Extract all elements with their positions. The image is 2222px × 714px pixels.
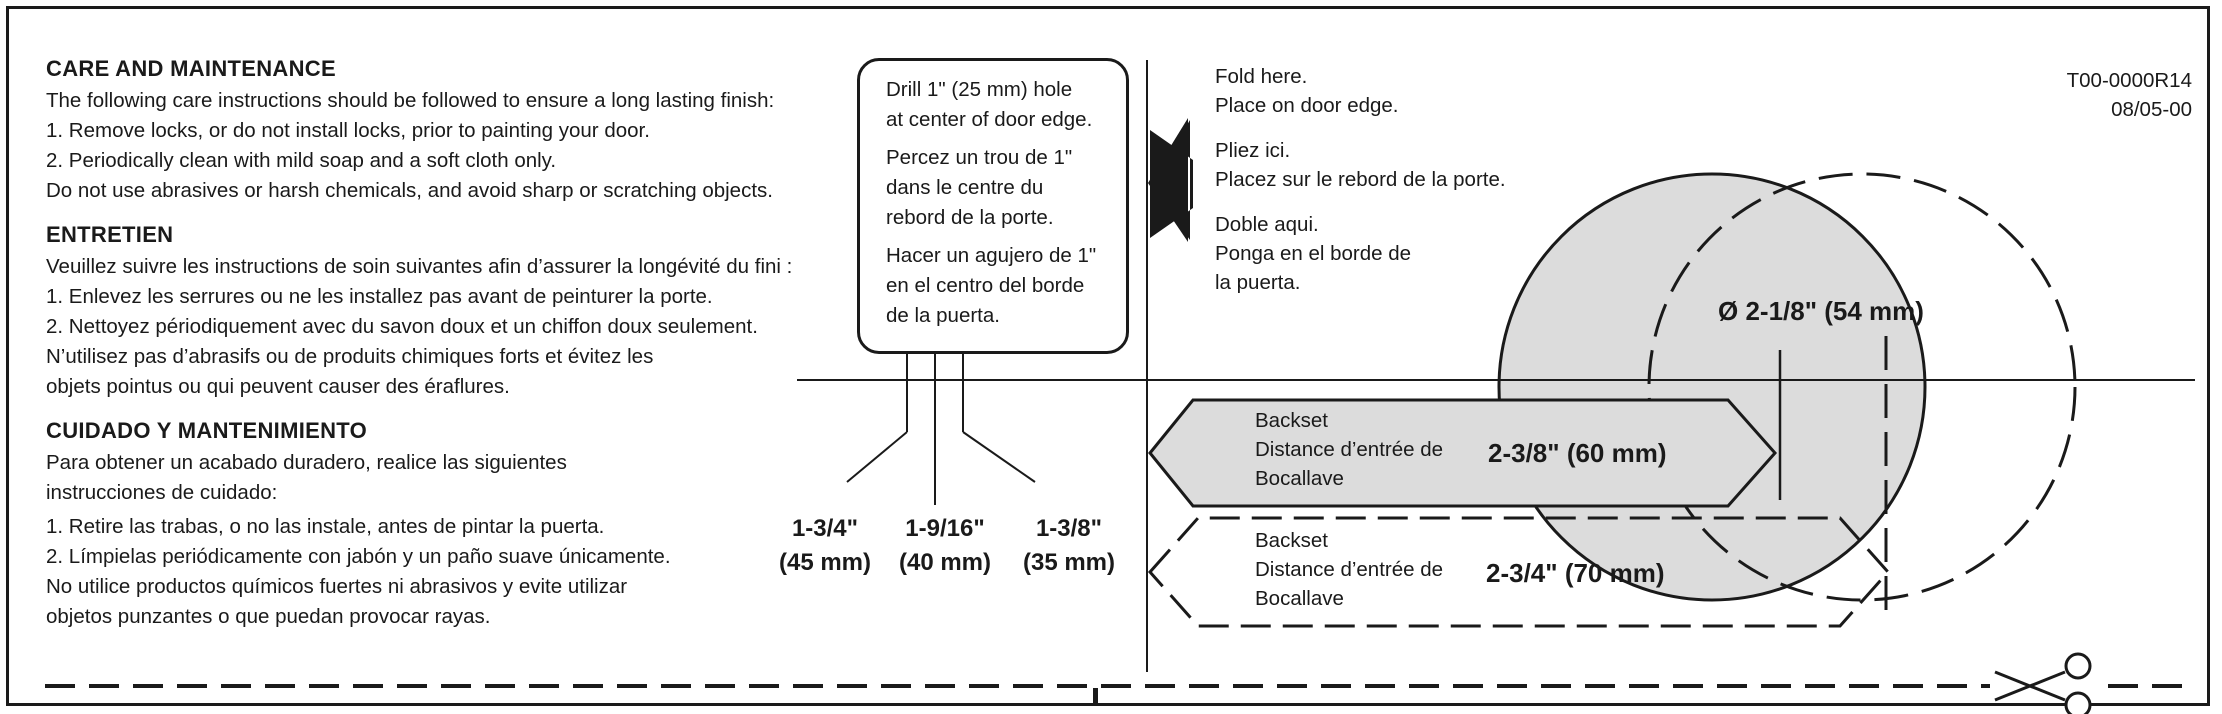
backset-label-line: Backset <box>1255 529 1328 552</box>
care-fr-line: Veuillez suivre les instructions de soin… <box>46 255 793 278</box>
template-date: 08/05-00 <box>2111 98 2192 121</box>
care-es-line: 2. Límpielas periódicamente con jabón y … <box>46 545 671 568</box>
backset-60-shape <box>1148 398 1778 508</box>
backset-label-line: Bocallave <box>1255 467 1344 490</box>
fold-fr: Pliez ici. Placez sur le rebord de la po… <box>1215 136 1506 194</box>
care-en-line: The following care instructions should b… <box>46 89 775 112</box>
thickness-45: 1-3/4" (45 mm) <box>760 512 890 580</box>
backset-70-value: 2-3/4" (70 mm) <box>1486 558 1665 588</box>
thickness-imperial: 1-3/8" <box>1035 515 1103 542</box>
drill-en-line: Drill 1" (25 mm) hole <box>886 78 1073 101</box>
care-fr-line: 2. Nettoyez périodiquement avec du savon… <box>46 315 758 338</box>
backset-label-line: Bocallave <box>1255 587 1344 610</box>
cut-marker <box>1093 688 1098 706</box>
care-fr-line: objets pointus ou qui peuvent causer des… <box>46 375 510 398</box>
backset-label-line: Distance d’entrée de <box>1255 438 1444 461</box>
drill-fr-line: dans le centre du <box>886 176 1044 199</box>
backset-60-label: Backset Distance d’entrée de Bocallave <box>1255 406 1443 493</box>
backset-label-line: Backset <box>1255 409 1328 432</box>
care-fr-line: 1. Enlevez les serrures ou ne les instal… <box>46 285 713 308</box>
care-en-line: 1. Remove locks, or do not install locks… <box>46 119 650 142</box>
care-heading-en: CARE AND MAINTENANCE <box>46 56 336 81</box>
backset-label-line: Distance d’entrée de <box>1255 558 1444 581</box>
drill-fr-line: Percez un trou de 1" <box>886 146 1073 169</box>
fold-fr-line: Placez sur le rebord de la porte. <box>1215 168 1506 191</box>
fold-en: Fold here. Place on door edge. <box>1215 62 1399 120</box>
thickness-imperial: 1-3/4" <box>791 515 859 542</box>
fold-fr-line: Pliez ici. <box>1215 139 1291 162</box>
template-frame <box>6 6 2210 706</box>
drill-en-line: at center of door edge. <box>886 108 1093 131</box>
drill-es-line: en el centro del borde <box>886 274 1085 297</box>
fold-es-line: la puerta. <box>1215 271 1301 294</box>
drill-fr-line: rebord de la porte. <box>886 206 1054 229</box>
care-es-line: Para obtener un acabado duradero, realic… <box>46 451 567 474</box>
fold-es-line: Doble aqui. <box>1215 213 1319 236</box>
care-es-line: No utilice productos químicos fuertes ni… <box>46 575 628 598</box>
backset-70-label: Backset Distance d’entrée de Bocallave <box>1255 526 1443 613</box>
backset-60-value: 2-3/8" (60 mm) <box>1488 438 1667 468</box>
fold-en-line: Fold here. <box>1215 65 1308 88</box>
care-es-line: objetos punzantes o que puedan provocar … <box>46 605 491 628</box>
drill-instruction-box: Drill 1" (25 mm) hole at center of door … <box>857 58 1129 354</box>
fold-es-line: Ponga en el borde de <box>1215 242 1412 265</box>
care-heading-fr: ENTRETIEN <box>46 222 174 247</box>
bore-circle-dashed <box>1647 172 2077 602</box>
care-es-line: 1. Retire las trabas, o no las instale, … <box>46 515 605 538</box>
fold-es: Doble aqui. Ponga en el borde de la puer… <box>1215 210 1411 297</box>
drill-es-line: Hacer un agujero de 1" <box>886 244 1097 267</box>
thickness-imperial: 1-9/16" <box>905 515 985 542</box>
template-number: T00-0000R14 <box>2066 69 2192 92</box>
care-en-line: Do not use abrasives or harsh chemicals,… <box>46 179 773 202</box>
thickness-metric: (35 mm) <box>1022 549 1116 576</box>
bore-circle-solid <box>1497 172 1927 602</box>
thickness-35: 1-3/8" (35 mm) <box>1004 512 1134 580</box>
bore-diameter-label: Ø 2-1/8" (54 mm) <box>1718 296 1924 326</box>
fold-en-line: Place on door edge. <box>1215 94 1399 117</box>
care-heading-es: CUIDADO Y MANTENIMIENTO <box>46 418 368 443</box>
care-en-line: 2. Periodically clean with mild soap and… <box>46 149 557 172</box>
care-fr-line: N’utilisez pas d’abrasifs ou de produits… <box>46 345 654 368</box>
thickness-metric: (40 mm) <box>898 549 992 576</box>
thickness-40: 1-9/16" (40 mm) <box>880 512 1010 580</box>
thickness-metric: (45 mm) <box>778 549 872 576</box>
scissors-icon <box>1994 652 2092 714</box>
template-code: T00-0000R14 08/05-00 <box>2067 66 2192 124</box>
care-es-line: instrucciones de cuidado: <box>46 481 278 504</box>
drill-es-line: de la puerta. <box>886 304 1000 327</box>
